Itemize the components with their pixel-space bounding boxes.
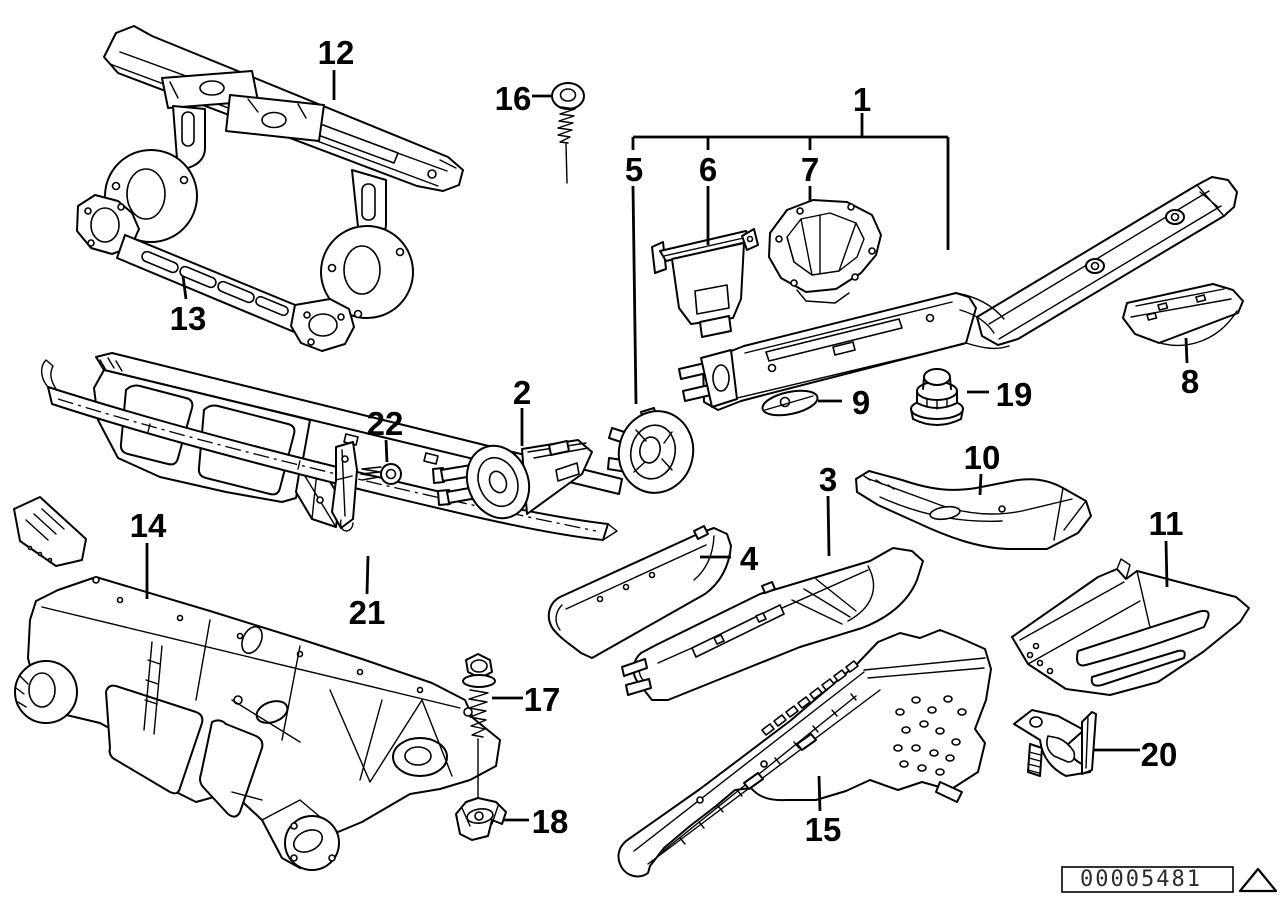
part-18-drawing <box>455 797 507 841</box>
part-16-screw-drawing <box>551 82 585 184</box>
part-5-drawing <box>607 407 695 494</box>
callout-8[interactable]: 8 <box>1181 363 1199 400</box>
leader-5 <box>631 185 638 405</box>
callout-21[interactable]: 21 <box>349 594 386 631</box>
part-22-screw-drawing <box>331 441 402 532</box>
leader-15 <box>817 775 822 812</box>
callout-labels: 1 2 3 4 5 6 7 8 9 10 11 12 13 14 15 16 1… <box>130 34 1200 848</box>
leader-11 <box>1164 540 1169 588</box>
callout-15[interactable]: 15 <box>805 811 842 848</box>
leader-8 <box>1184 337 1189 364</box>
part-19-drawing <box>910 368 964 426</box>
leader-22 <box>384 439 389 463</box>
callout-4[interactable]: 4 <box>740 540 759 577</box>
leader-3 <box>826 495 831 557</box>
warning-triangle-icon <box>1238 867 1278 893</box>
part-17-bolt-drawing <box>462 653 496 800</box>
callout-17[interactable]: 17 <box>524 681 561 718</box>
part-2-drawing <box>432 439 593 520</box>
callout-9[interactable]: 9 <box>852 384 870 421</box>
part-9-drawing <box>761 389 819 417</box>
footer: 00005481 <box>1061 866 1278 893</box>
callout-13[interactable]: 13 <box>170 300 207 337</box>
document-number-box <box>1061 866 1234 893</box>
callout-6[interactable]: 6 <box>699 151 717 188</box>
callout-16[interactable]: 16 <box>495 80 532 117</box>
part-1-drawing <box>678 176 1238 411</box>
callout-12[interactable]: 12 <box>318 34 355 71</box>
callout-14[interactable]: 14 <box>130 507 167 544</box>
part-8-drawing <box>1122 283 1244 347</box>
leader-13 <box>181 275 188 300</box>
part-11-drawing <box>1011 558 1250 696</box>
callout-19[interactable]: 19 <box>996 376 1033 413</box>
part-4-drawing <box>547 525 732 659</box>
callout-5[interactable]: 5 <box>625 151 643 188</box>
part-7-drawing <box>768 199 882 304</box>
callout-22[interactable]: 22 <box>367 405 404 442</box>
callout-2[interactable]: 2 <box>513 374 531 411</box>
document-number: 00005481 <box>1080 867 1202 892</box>
leader-21 <box>365 555 370 595</box>
part-13-drawing <box>76 194 355 352</box>
callout-1[interactable]: 1 <box>853 81 871 118</box>
callout-3[interactable]: 3 <box>819 461 837 498</box>
callout-18[interactable]: 18 <box>532 803 569 840</box>
part-6-drawing <box>651 228 759 338</box>
leader-10 <box>978 473 983 496</box>
callout-7[interactable]: 7 <box>801 151 819 188</box>
callout-11[interactable]: 11 <box>1149 505 1184 542</box>
callout-10[interactable]: 10 <box>964 439 1001 476</box>
part-15-drawing <box>617 629 992 878</box>
part-14-drawing <box>13 496 501 871</box>
leader-lines <box>145 70 1189 822</box>
part-10-drawing <box>855 470 1092 550</box>
callout-bracket-1 <box>631 113 950 250</box>
part-20-drawing <box>1013 709 1097 777</box>
part-3-drawing <box>621 547 924 701</box>
callout-20[interactable]: 20 <box>1141 736 1178 773</box>
